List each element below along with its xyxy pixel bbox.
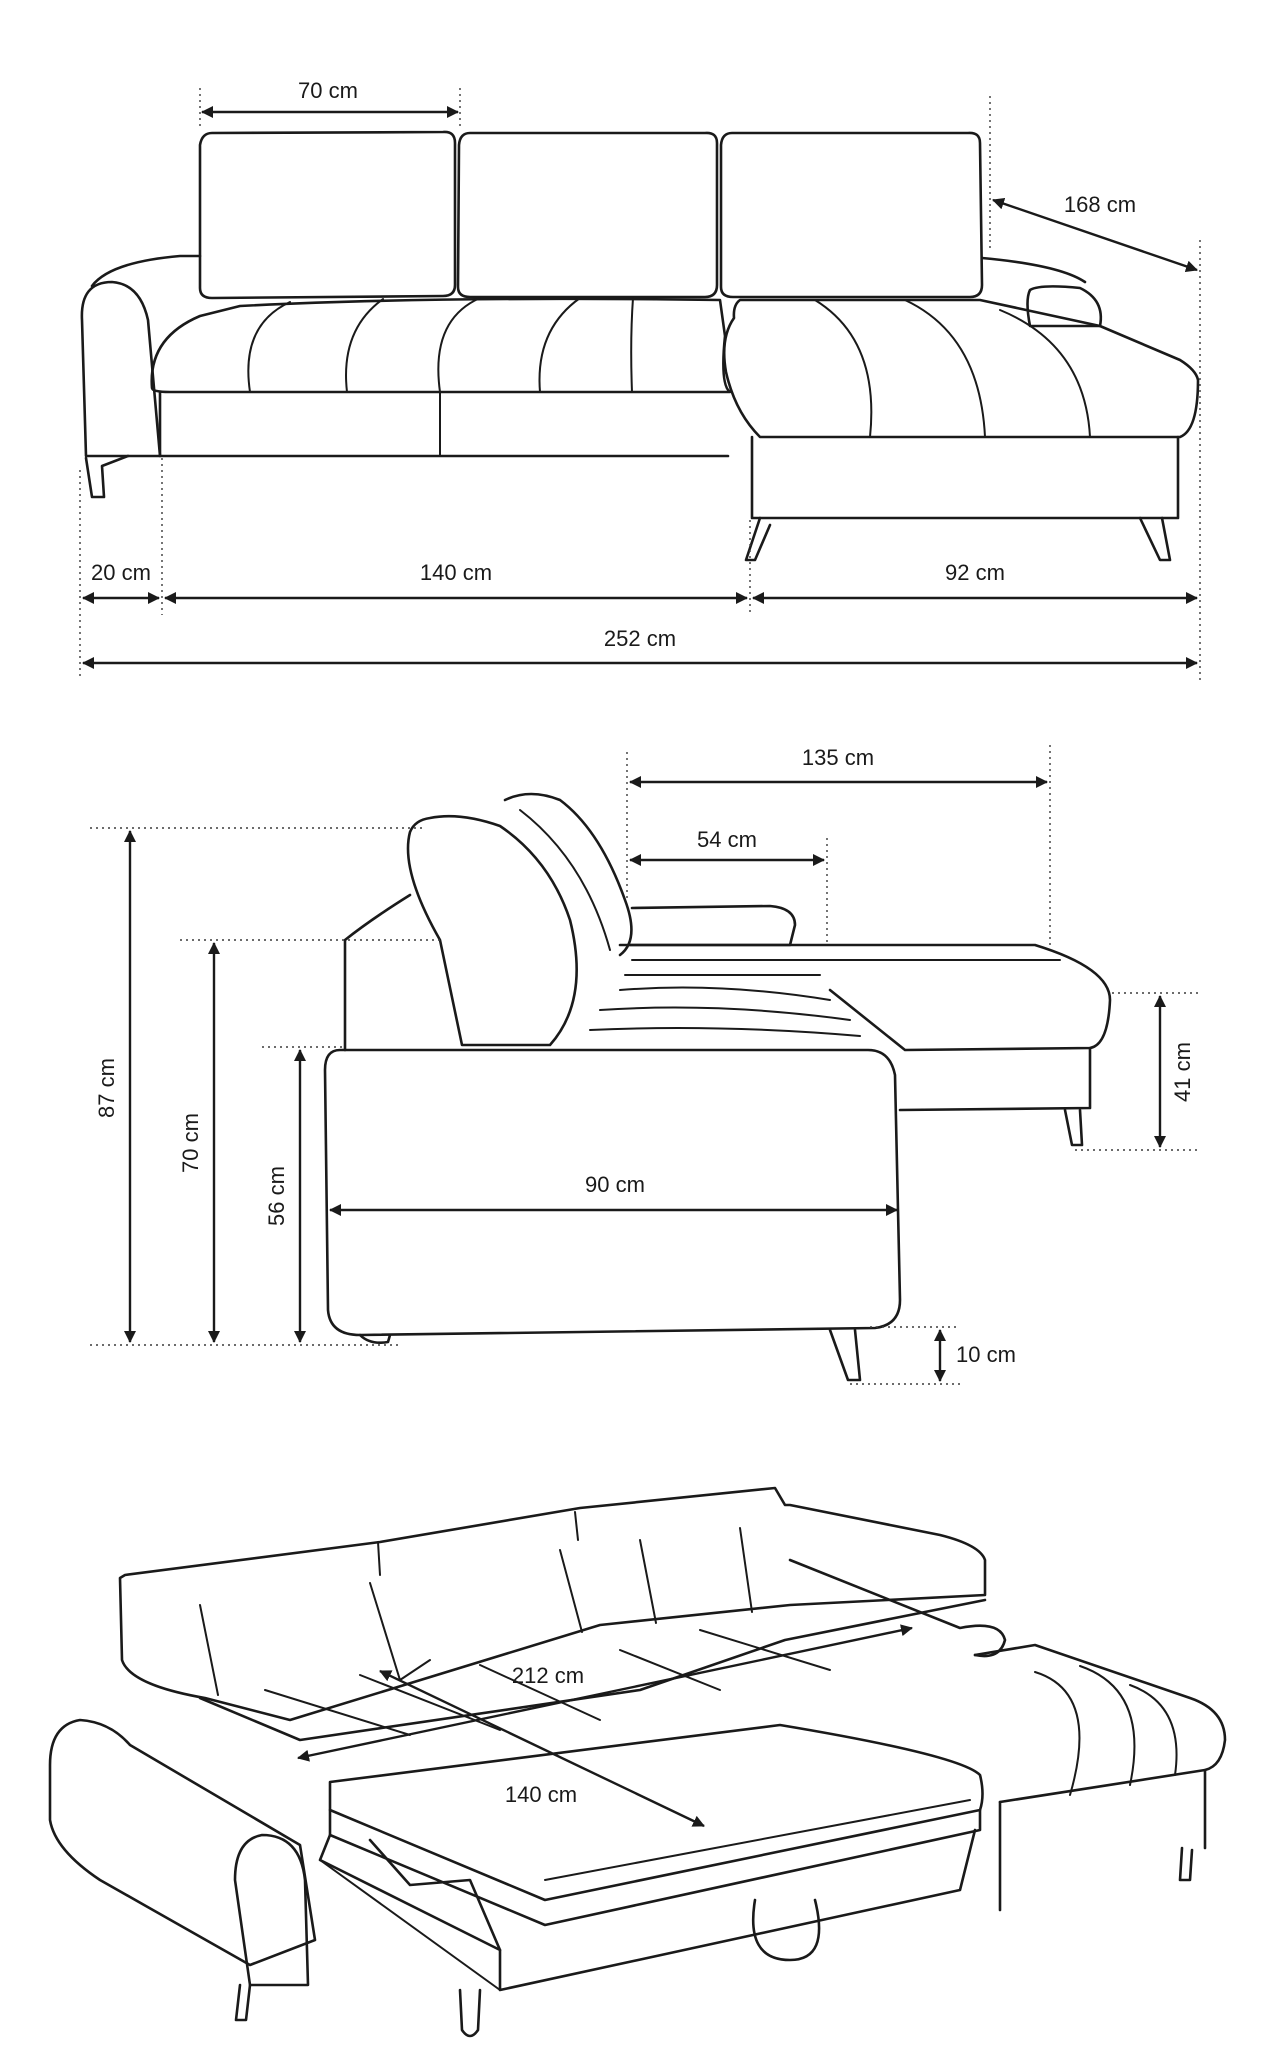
left-leg [84,454,130,499]
chaise-seam-2 [904,299,986,438]
total-width-label: 252 cm [604,626,676,651]
chaise-seam-1 [814,299,873,438]
middle-label: 140 cm [420,560,492,585]
chaise-section-label: 54 cm [697,827,757,852]
left-armrest [80,280,162,458]
side-chaise-cushion [618,943,1112,1052]
chaise-leg-right [1138,516,1172,562]
side-chaise-base [898,1046,1092,1112]
bed-back-stripe-5 [739,1527,753,1613]
leg-height-label: 10 cm [956,1342,1016,1367]
side-chaise-leg [1063,1108,1084,1147]
seat-seam-4 [538,297,581,393]
side-back-cushion-2 [503,792,633,957]
bed-mattress [328,1723,984,1902]
seat-height-label: 56 cm [264,1166,289,1226]
depth-168-arrow [992,197,1198,273]
bed-mattress-stripe [544,1799,971,1881]
side-chaise-arm [628,904,797,947]
bed-mechanism [368,1838,502,1952]
bed-left-arm-front [233,1833,310,1987]
bed-chaise-stripe-1 [1034,1671,1081,1796]
bed-back-stripe-1 [199,1604,219,1696]
seat-seam-5 [630,297,634,393]
chaise-label: 92 cm [945,560,1005,585]
bed-back-seam-1 [377,1541,381,1576]
chaise-height-label: 41 cm [1170,1042,1195,1102]
bed-length-label: 212 cm [512,1663,584,1688]
sofa-base [158,390,730,458]
back-cushion-right [719,131,984,299]
bed-seat-stripe-4 [619,1649,721,1691]
chaise-top [722,298,1200,439]
total-height-label: 87 cm [94,1058,119,1118]
bed-back-stripe-2 [369,1582,431,1682]
right-back-arm [980,256,1087,284]
chaise-seam-3 [999,309,1091,438]
seat-seam-2 [345,298,384,393]
chaise-leg-left [744,516,772,562]
side-depth-label: 90 cm [585,1172,645,1197]
bed-seat-stripe-1 [264,1689,411,1736]
bed-left-arm [48,1718,317,1967]
side-arm-top [343,893,412,1052]
side-back-cushion [406,814,578,1047]
back-cushion-left [198,130,457,300]
bed-seat [198,1598,987,1742]
depth-label: 168 cm [1064,192,1136,217]
side-view: 135 cm 54 cm 87 cm 70 cm 56 cm 90 cm 41 … [90,745,1200,1385]
bed-right-arm [788,1558,1007,1658]
bed-width-label: 140 cm [505,1782,577,1807]
armrest-height-label: 70 cm [178,1113,203,1173]
bed-width-140-arrow [379,1669,705,1828]
chaise-length-label: 135 cm [802,745,874,770]
chaise-base [750,435,1180,520]
side-seat-stripe-3 [589,1027,861,1037]
seat-cushion-run [150,297,732,394]
bed-chaise-stripe-3 [1129,1684,1178,1776]
back-cushion-middle [456,131,719,299]
left-armrest-top [90,254,202,288]
bed-wheel [458,1988,482,2038]
bed-frame-rail [319,1859,501,1991]
side-foot-right [828,1328,862,1382]
bed-backrest [118,1486,987,1722]
front-view: 70 cm 168 cm 20 cm 140 cm 92 cm 252 cm [79,78,1201,680]
bed-chaise-stripe-2 [1079,1665,1136,1786]
bed-chaise-base [998,1768,1207,1912]
bed-chaise [973,1643,1227,1804]
bed-left-leg [234,1983,252,2022]
bed-back-stripe-4 [639,1539,657,1624]
bed-handle [751,1898,821,1962]
seat-seam-3 [437,297,481,393]
armrest-label: 20 cm [91,560,151,585]
bed-back-stripe-3 [559,1549,583,1633]
bed-view: 212 cm 140 cm [48,1486,1227,2038]
side-foot-left [358,1333,392,1344]
side-body [323,1048,902,1337]
side-seat-stripe-1 [619,986,831,1001]
side-seat-stripe-2 [599,1006,851,1021]
bed-frame [318,1828,977,1992]
seat-seam-1 [247,301,291,393]
seat-width-label: 70 cm [298,78,358,103]
bed-back-seam-2 [574,1511,579,1541]
right-arm-cushion [1026,285,1103,328]
side-back-seam [519,809,611,951]
bed-chaise-leg [1178,1846,1194,1882]
bed-mattress-side [328,1808,982,1927]
